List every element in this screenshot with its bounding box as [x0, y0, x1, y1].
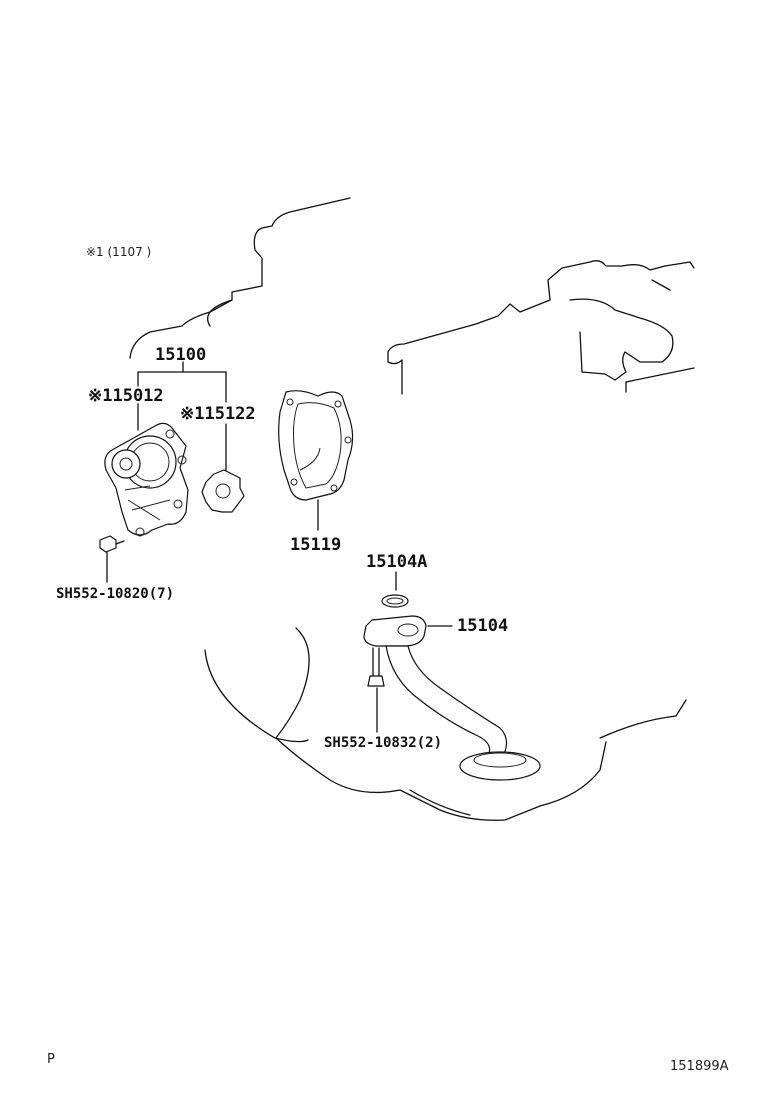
gasket-drawing	[278, 390, 354, 531]
pump-bolt-drawing	[99, 535, 125, 583]
note-text: ※1 (1107 )	[86, 245, 151, 259]
label-15104: 15104	[457, 616, 508, 636]
strainer-bolt-drawing	[367, 647, 385, 733]
engine-block-outline	[129, 197, 695, 821]
label-15100: 15100	[155, 345, 206, 365]
label-15122: ※115122	[180, 404, 256, 424]
label-15119: 15119	[290, 535, 341, 555]
assembly-bracket	[137, 361, 227, 471]
footer-left: P	[47, 1052, 55, 1067]
rotor-drawing	[201, 469, 245, 513]
pump-body-drawing	[104, 422, 189, 537]
strainer-drawing	[363, 615, 541, 781]
label-bolt-strainer: SH552-10832(2)	[324, 735, 442, 751]
label-15012: ※115012	[88, 386, 164, 406]
oring-drawing	[381, 571, 409, 608]
label-15104A: 15104A	[366, 552, 427, 572]
label-bolt-pump: SH552-10820(7)	[56, 586, 174, 602]
footer-right: 151899A	[670, 1059, 729, 1074]
